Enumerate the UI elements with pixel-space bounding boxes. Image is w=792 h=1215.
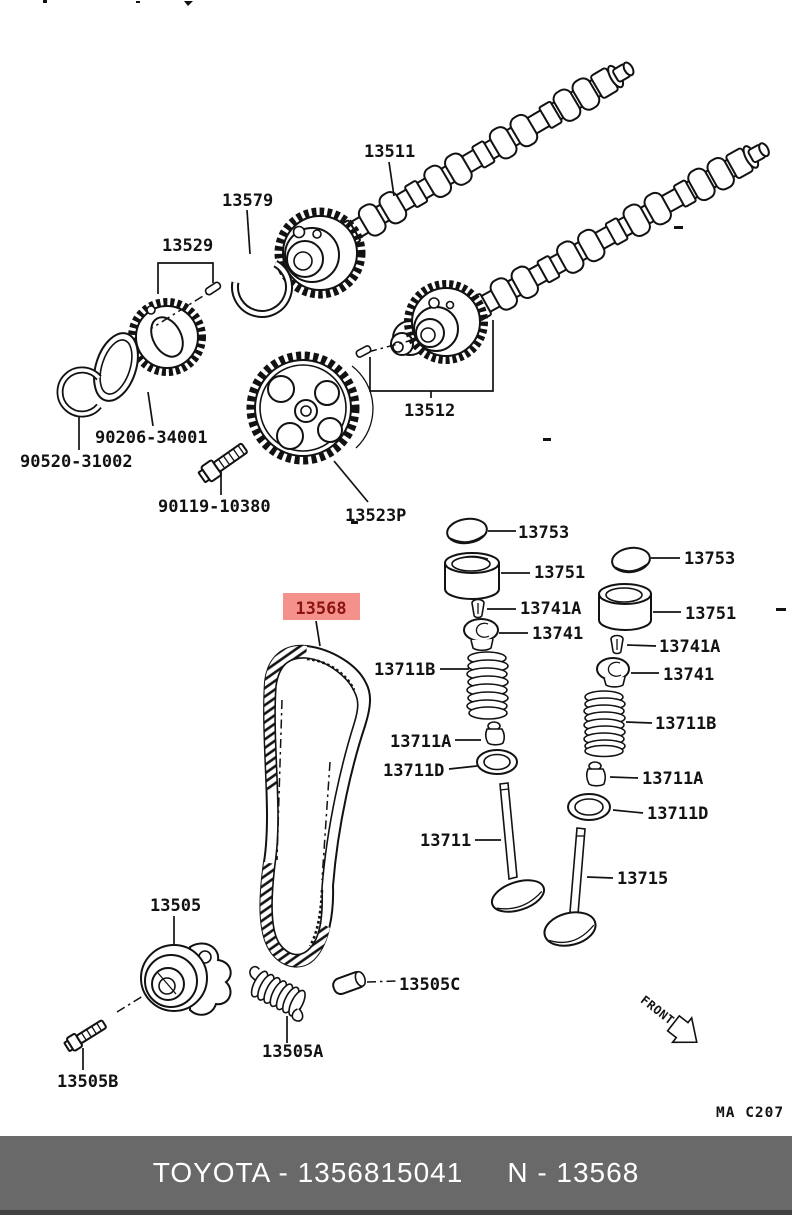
spring-seat-ex-drawing bbox=[567, 793, 644, 821]
label-retainer-lock-in: 13741A bbox=[520, 599, 581, 619]
label-spring-seat-in: 13711D bbox=[383, 761, 444, 781]
highlighted-part-label: 13568 bbox=[283, 593, 360, 620]
label-sub-gear: 13529 bbox=[162, 236, 213, 256]
stem-seal-ex-drawing bbox=[585, 761, 639, 787]
label-stem-seal-in: 13711A bbox=[390, 732, 451, 752]
label-valve-spring-ex: 13711B bbox=[655, 714, 716, 734]
label-timing-belt: 13568 bbox=[295, 599, 346, 619]
footer-bar: TOYOTA - 1356815041 N - 13568 bbox=[0, 1136, 792, 1210]
part-labels: 13511 13579 13529 90206-34001 90520-3100… bbox=[20, 142, 736, 1092]
diagram-code: MA C207 bbox=[716, 1105, 784, 1121]
label-tensioner: 13505 bbox=[150, 896, 201, 916]
tensioner-pin-drawing bbox=[332, 970, 397, 996]
highlight-box bbox=[283, 593, 360, 620]
label-gear-bolt: 90119-10380 bbox=[158, 497, 271, 517]
label-valve-lifter-ex: 13751 bbox=[685, 604, 736, 624]
footer-part-code: N - 13568 bbox=[507, 1157, 640, 1188]
camshaft-no2-bracket bbox=[369, 320, 494, 398]
label-valve-cap-ex: 13753 bbox=[684, 549, 735, 569]
label-timing-pulley: 13523P bbox=[345, 506, 406, 526]
valve-lifter-ex-drawing bbox=[598, 583, 681, 631]
valve-spring-ex-drawing bbox=[583, 690, 653, 758]
label-spring-retainer-ex: 13741 bbox=[663, 665, 714, 685]
valve-cap-in-drawing bbox=[446, 517, 516, 545]
label-set-ring: 13579 bbox=[222, 191, 273, 211]
tensioner-drawing bbox=[140, 916, 232, 1016]
gear-snap-ring-drawing bbox=[56, 366, 102, 450]
label-camshaft-no2: 13512 bbox=[404, 401, 455, 421]
front-arrow-label: FRONT bbox=[638, 993, 677, 1028]
label-camshaft: 13511 bbox=[364, 142, 415, 162]
exhaust-valve-drawing bbox=[543, 827, 614, 947]
tensioner-spring-drawing bbox=[249, 965, 306, 1043]
footer-bottom-strip bbox=[0, 1210, 792, 1215]
parts-diagram: FRONT 13511 13579 13529 90206-34001 9052… bbox=[20, 0, 786, 1121]
crop-marks bbox=[43, 0, 786, 611]
leader-lines bbox=[246, 161, 395, 255]
gear-spring-plate-drawing bbox=[93, 332, 154, 427]
valve-spring-in-drawing bbox=[440, 651, 509, 720]
timing-pulley-drawing bbox=[246, 351, 374, 503]
label-spring-plate: 90206-34001 bbox=[95, 428, 208, 448]
label-retainer-lock-ex: 13741A bbox=[659, 637, 720, 657]
footer-brand-part-number: TOYOTA - 1356815041 bbox=[152, 1157, 464, 1188]
label-exhaust-valve: 13715 bbox=[617, 869, 668, 889]
label-tensioner-pin: 13505C bbox=[399, 975, 460, 995]
label-tensioner-spring: 13505A bbox=[262, 1042, 323, 1062]
retainer-lock-in-drawing bbox=[471, 598, 516, 619]
retainer-lock-ex-drawing bbox=[610, 634, 657, 655]
spring-retainer-in-drawing bbox=[463, 618, 528, 652]
spring-retainer-ex-drawing bbox=[596, 657, 659, 688]
label-spring-retainer-in: 13741 bbox=[532, 624, 583, 644]
valve-lifter-in-drawing bbox=[444, 552, 530, 600]
label-spring-seat-ex: 13711D bbox=[647, 804, 708, 824]
gear-bolt-drawing bbox=[197, 442, 248, 495]
camshaft-no2-gear-drawing bbox=[404, 280, 488, 364]
camshaft-gear-drawing bbox=[274, 207, 366, 299]
spring-seat-in-drawing bbox=[448, 749, 518, 775]
label-intake-valve: 13711 bbox=[420, 831, 471, 851]
label-valve-spring-in: 13711B bbox=[374, 660, 435, 680]
timing-belt-drawing bbox=[259, 620, 371, 968]
front-arrow: FRONT bbox=[638, 993, 698, 1044]
label-valve-lifter-in: 13751 bbox=[534, 563, 585, 583]
intake-valve-drawing bbox=[475, 782, 546, 913]
set-ring-drawing bbox=[231, 260, 293, 318]
tensioner-bolt-drawing bbox=[63, 995, 144, 1070]
sub-gear-drawing bbox=[128, 262, 222, 376]
label-snap-ring: 90520-31002 bbox=[20, 452, 133, 472]
valve-cap-ex-drawing bbox=[611, 546, 680, 574]
label-valve-cap-in: 13753 bbox=[518, 523, 569, 543]
label-stem-seal-ex: 13711A bbox=[642, 769, 703, 789]
label-tensioner-bolt: 13505B bbox=[57, 1072, 118, 1092]
stem-seal-in-drawing bbox=[455, 721, 506, 746]
